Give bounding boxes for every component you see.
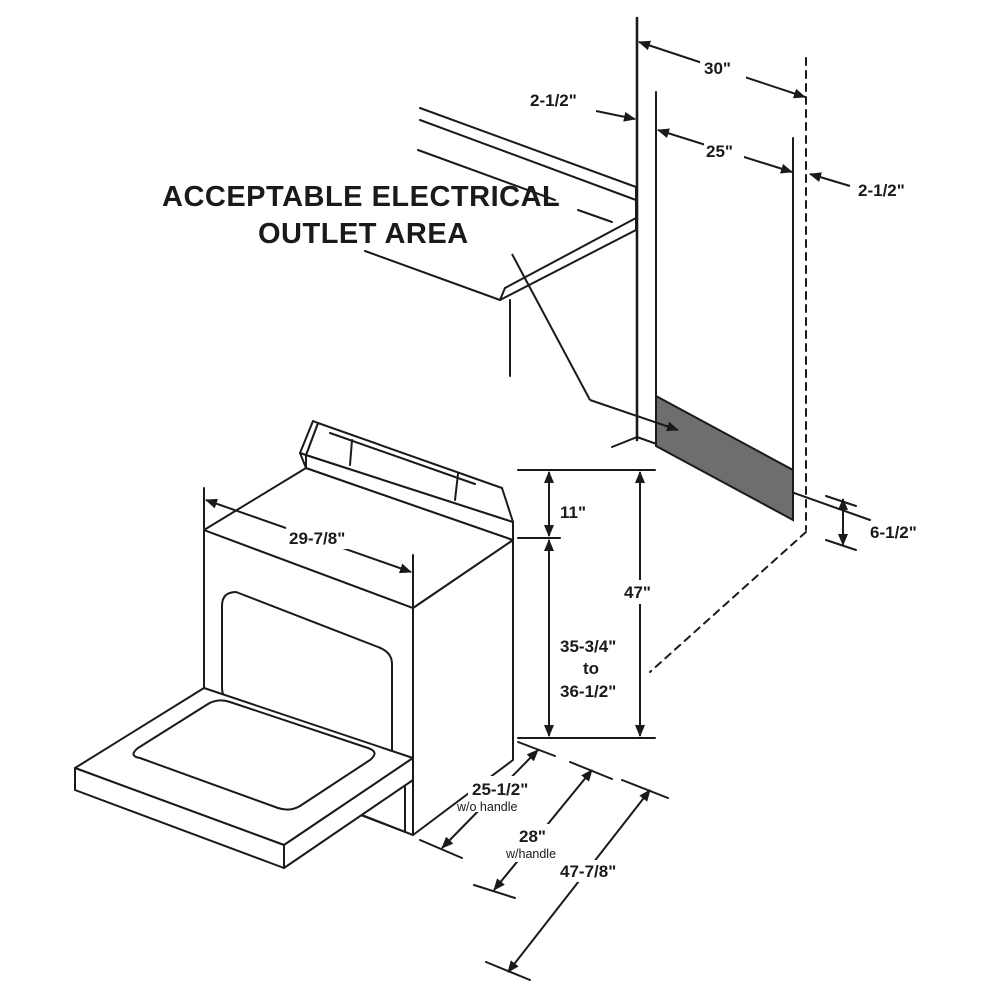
dim-note-depth-with-handle: w/handle — [505, 847, 556, 861]
dim-label-outlet-zone-height: 6-1/2" — [870, 523, 917, 542]
range-backguard — [299, 420, 514, 541]
dim-arrow-side-offset-left — [595, 110, 636, 122]
outlet-area-pointer — [511, 253, 591, 401]
dim-extension-depth-wall — [517, 741, 556, 757]
dim-arrow-side-offset-right — [809, 172, 851, 187]
outlet-area-pointer-arrow — [589, 399, 679, 432]
outlet-area-zone — [655, 394, 794, 522]
dim-label-side-offset-left: 2-1/2" — [530, 91, 577, 110]
dim-label-side-offset-right: 2-1/2" — [858, 181, 905, 200]
outlet-area-heading-line2: OUTLET AREA — [258, 218, 469, 250]
dim-label-cooktop-height-line1: 35-3/4" — [560, 637, 616, 656]
dim-note-depth-without-handle: w/o handle — [456, 800, 518, 814]
dim-extension-depth-handle-front — [473, 884, 516, 899]
dim-label-backguard-height: 11" — [560, 503, 586, 522]
dim-label-cabinet-opening: 30" — [704, 59, 731, 78]
dim-label-depth-without-handle: 25-1/2" — [472, 780, 528, 799]
dim-label-cooktop-height-line3: 36-1/2" — [560, 682, 616, 701]
range-open-door — [74, 687, 414, 869]
dim-label-depth-door-open: 47-7/8" — [560, 862, 616, 881]
dim-label-overall-height: 47" — [624, 583, 651, 602]
dim-label-cooktop-height-line2: to — [583, 659, 599, 678]
dim-extension-depth-front — [419, 839, 463, 859]
dim-label-depth-with-handle: 28" — [519, 827, 546, 846]
dim-label-range-width: 29-7/8" — [289, 529, 345, 548]
wall-cabinet-outline — [611, 16, 871, 673]
dim-extension-outlet-height-bottom — [825, 539, 857, 551]
dim-label-outlet-zone-width: 25" — [706, 142, 733, 161]
dim-extension-depth-open-wall — [621, 779, 669, 799]
countertop-outline — [364, 107, 637, 377]
dim-extension-outlet-height-top — [825, 495, 857, 507]
outlet-area-heading-line1: ACCEPTABLE ELECTRICAL — [162, 181, 560, 213]
